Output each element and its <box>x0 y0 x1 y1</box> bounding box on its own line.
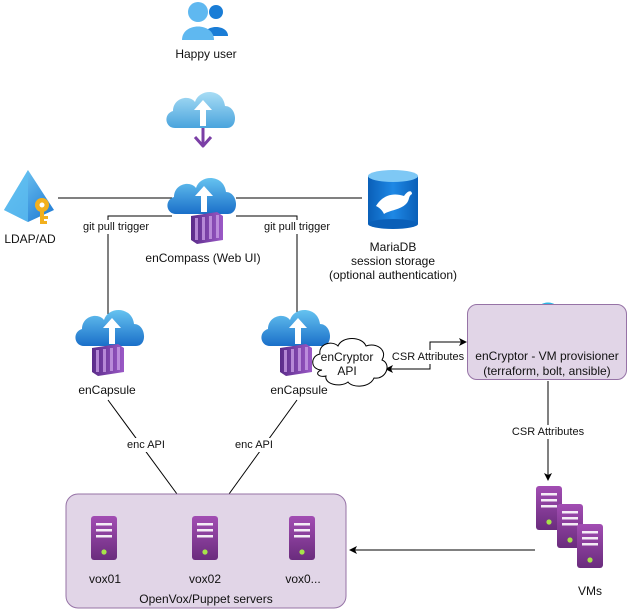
encapsule-left-container-icon <box>92 344 124 376</box>
arrow-purple-head <box>193 136 213 148</box>
user-icon <box>182 2 228 40</box>
csr-api-label: CSR Attributes <box>389 350 467 364</box>
servers-group-label: OpenVox/Puppet servers <box>139 592 273 606</box>
encapsule-right-label: enCapsule <box>270 383 328 397</box>
ldap-label: LDAP/AD <box>4 232 56 246</box>
encryptor-api-label: enCryptor <box>320 350 374 364</box>
encompass-icon <box>167 177 237 214</box>
enc-api-right-label: enc API <box>233 438 275 452</box>
encapsule-right-icon <box>261 309 331 346</box>
edge-git-right <box>236 215 298 318</box>
ldap-key-icon <box>4 170 54 224</box>
csr-vms-label: CSR Attributes <box>509 425 587 439</box>
mariadb-note: (optional authentication) <box>328 268 458 282</box>
enc-api-left-label: enc API <box>125 438 167 452</box>
encapsule-right-container-icon <box>280 344 312 376</box>
encompass-container-icon <box>191 212 223 244</box>
server-label-1: vox01 <box>88 572 122 586</box>
user-label: Happy user <box>175 47 237 61</box>
edge-git-left <box>107 215 172 318</box>
cloud-icon <box>166 91 236 128</box>
server-label-3: vox0... <box>285 572 321 586</box>
encapsule-left-icon <box>75 309 145 346</box>
server-label-2: vox02 <box>188 572 222 586</box>
vms-label: VMs <box>578 584 602 598</box>
server-icon <box>289 516 315 560</box>
encryptor-api-cloud <box>312 338 388 387</box>
server-icon <box>91 516 117 560</box>
provisioner-label: enCryptor - VM provisioner <box>475 349 619 363</box>
encompass-label: enCompass (Web UI) <box>145 251 261 265</box>
provisioner-box <box>467 304 627 380</box>
database-icon <box>368 170 418 229</box>
mariadb-sublabel: session storage <box>350 254 436 268</box>
server-icon <box>192 516 218 560</box>
git-trigger-left-label: git pull trigger <box>80 220 152 234</box>
vms-server-icon <box>577 524 603 568</box>
encapsule-left-label: enCapsule <box>78 383 136 397</box>
provisioner-sublabel: (terraform, bolt, ansible) <box>483 364 611 378</box>
mariadb-label: MariaDB <box>369 240 417 254</box>
encryptor-api-sublabel: API <box>337 364 357 378</box>
git-trigger-right-label: git pull trigger <box>261 220 333 234</box>
